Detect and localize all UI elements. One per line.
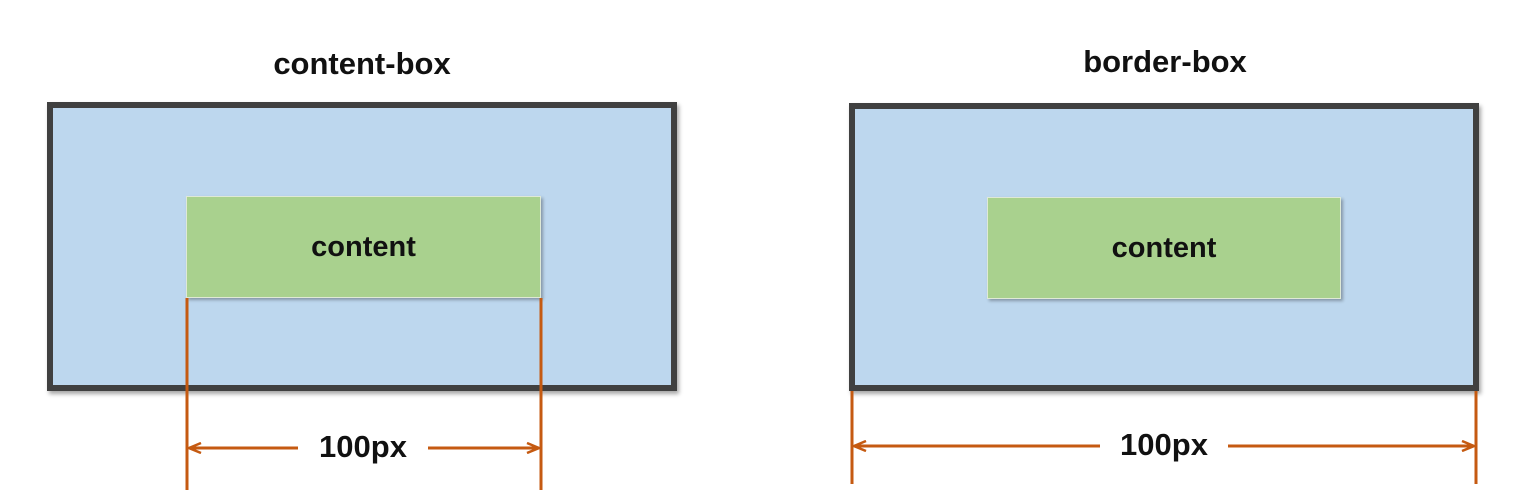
border-box-dimension-label: 100px	[1120, 427, 1208, 462]
border-box-content-area: content	[987, 197, 1341, 299]
content-box-content-area: content	[186, 196, 541, 298]
border-box-title: border-box	[1083, 44, 1247, 79]
border-box-content-label: content	[1111, 231, 1217, 264]
border-box-outer-box	[849, 103, 1479, 391]
content-box-content-label: content	[311, 230, 416, 263]
content-box-title: content-box	[273, 46, 451, 81]
content-box-dimension-label: 100px	[319, 429, 407, 464]
